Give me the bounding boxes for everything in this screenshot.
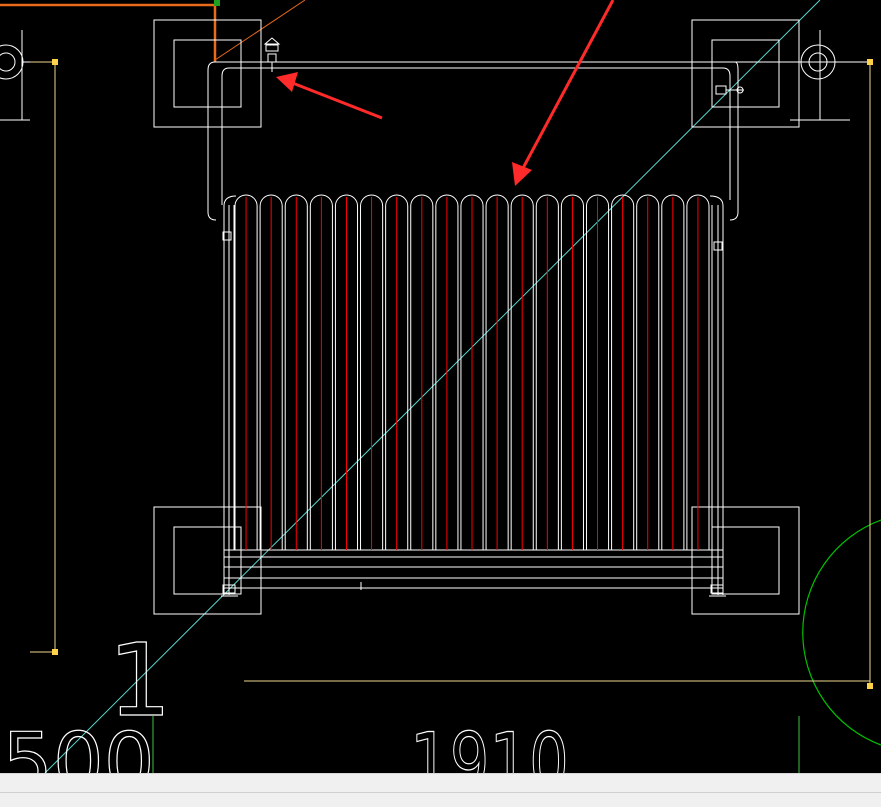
green-arc[interactable] bbox=[802, 519, 881, 746]
top-header-pipe[interactable] bbox=[207, 61, 870, 221]
radiator-tube[interactable] bbox=[385, 194, 409, 550]
radiator-tubes[interactable] bbox=[223, 194, 724, 550]
corner-pad-bottom-left[interactable] bbox=[153, 506, 262, 615]
radiator-tube[interactable] bbox=[435, 194, 459, 550]
grip-left-bottom[interactable] bbox=[52, 649, 58, 655]
dimension-text-left-upper: 1 bbox=[108, 622, 172, 739]
green-grip[interactable] bbox=[214, 0, 220, 6]
tube-cap-right bbox=[709, 195, 724, 207]
status-bar-divider bbox=[0, 792, 881, 793]
valve-right-mid[interactable] bbox=[713, 241, 723, 251]
valve-left-mid[interactable] bbox=[222, 231, 232, 241]
radiator-tube[interactable] bbox=[585, 194, 610, 550]
dimension-lines[interactable] bbox=[30, 61, 871, 686]
radiator-tube[interactable] bbox=[360, 194, 384, 550]
status-bar bbox=[0, 773, 881, 807]
radiator-tube[interactable] bbox=[334, 194, 359, 550]
radiator-tube[interactable] bbox=[636, 194, 660, 550]
left-arrow-annotation-icon[interactable] bbox=[276, 72, 383, 120]
right-circle-symbol-icon[interactable] bbox=[790, 30, 850, 121]
radiator-tube[interactable] bbox=[611, 194, 635, 550]
orange-thin-leader[interactable] bbox=[214, 0, 306, 61]
radiator-tube[interactable] bbox=[284, 194, 308, 550]
valve-top-left[interactable] bbox=[263, 37, 281, 72]
radiator-tube[interactable] bbox=[234, 194, 258, 550]
valve-top-right[interactable] bbox=[715, 85, 744, 95]
radiator-tube[interactable] bbox=[535, 194, 559, 550]
radiator-tube[interactable] bbox=[510, 194, 534, 550]
valve-bottom-left[interactable] bbox=[221, 584, 238, 597]
left-circle-symbol-icon[interactable] bbox=[0, 30, 55, 121]
corner-pad-top-right[interactable] bbox=[691, 19, 800, 128]
grip-left-top[interactable] bbox=[52, 59, 58, 65]
radiator-tube[interactable] bbox=[686, 194, 710, 550]
extension-lines bbox=[152, 716, 800, 773]
radiator-tube[interactable] bbox=[460, 194, 484, 550]
bottom-header-pipe[interactable] bbox=[224, 549, 723, 589]
valve-bottom-right[interactable] bbox=[709, 584, 726, 597]
radiator-tube[interactable] bbox=[485, 194, 509, 550]
radiator-tube[interactable] bbox=[410, 194, 434, 550]
grip-right-top[interactable] bbox=[867, 59, 873, 65]
radiator-frame[interactable] bbox=[223, 205, 724, 595]
tube-cap-left bbox=[223, 195, 237, 207]
corner-pad-bottom-right[interactable] bbox=[691, 506, 800, 615]
radiator-tube[interactable] bbox=[661, 194, 685, 550]
radiator-tube[interactable] bbox=[560, 194, 584, 550]
grip-right-bottom[interactable] bbox=[867, 683, 873, 689]
top-arrow-annotation-icon[interactable] bbox=[512, 0, 615, 186]
radiator-tube[interactable] bbox=[259, 194, 283, 550]
radiator-tube[interactable] bbox=[309, 194, 333, 550]
